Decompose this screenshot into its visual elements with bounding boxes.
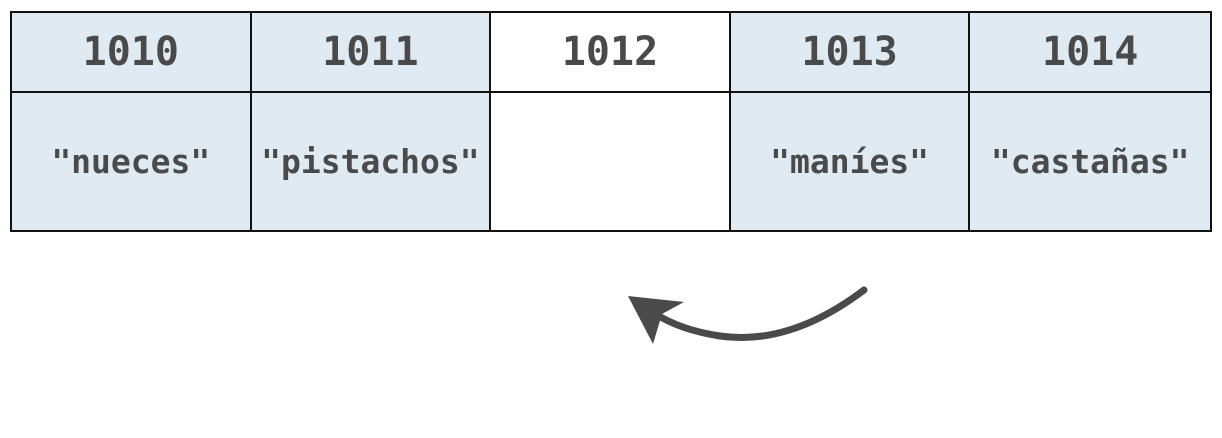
arrow-curve [650, 286, 868, 342]
value-cell-1014: "castañas" [970, 93, 1210, 230]
address-cell-1010: 1010 [12, 13, 252, 93]
address-cell-1013: 1013 [730, 13, 971, 93]
arrow-head [628, 296, 684, 344]
value-cell-1010: "nueces" [12, 93, 252, 230]
memory-table: 1010 1011 1012 1013 1014 "nueces" "pista… [10, 11, 1212, 232]
value-cell-1012 [491, 93, 731, 230]
value-cell-1011: "pistachos" [251, 93, 492, 230]
address-cell-1014: 1014 [970, 13, 1210, 93]
value-cell-1013: "maníes" [730, 93, 971, 230]
address-cell-1011: 1011 [251, 13, 492, 93]
curved-arrow-left-icon [628, 286, 868, 344]
address-cell-1012: 1012 [491, 13, 731, 93]
